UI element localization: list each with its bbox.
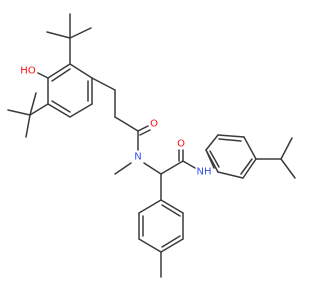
bond xyxy=(47,63,71,79)
bond xyxy=(138,199,162,214)
bond xyxy=(160,238,184,253)
bond xyxy=(161,235,181,248)
bond xyxy=(143,162,162,175)
amide-nitrogen-label: N xyxy=(134,152,141,163)
bond xyxy=(25,114,31,138)
bond xyxy=(242,158,257,179)
bond xyxy=(46,31,71,39)
ketone-oxygen-label: O xyxy=(150,119,158,130)
bond xyxy=(209,150,220,168)
bond xyxy=(218,138,242,142)
bond xyxy=(114,116,139,132)
bond xyxy=(7,109,31,116)
bond xyxy=(37,72,49,79)
bond xyxy=(69,27,92,39)
anilide-nitrogen-label: NH xyxy=(197,167,212,178)
molecule-structure: HO O N O NH xyxy=(7,13,296,278)
amide-oxygen-label: O xyxy=(177,139,185,150)
bond xyxy=(137,125,149,132)
bond xyxy=(205,149,219,173)
bond xyxy=(240,158,253,175)
bond xyxy=(91,77,116,91)
bond xyxy=(205,134,219,151)
bond xyxy=(47,103,71,118)
bond xyxy=(160,160,184,175)
bond xyxy=(29,103,49,116)
bond xyxy=(182,160,196,169)
atom-labels: HO O N O NH xyxy=(20,66,211,178)
bond xyxy=(51,68,71,82)
bond xyxy=(138,238,162,253)
bond xyxy=(217,134,245,138)
bond xyxy=(280,137,293,160)
bond xyxy=(161,204,181,217)
bond xyxy=(243,136,257,160)
bond xyxy=(51,100,71,113)
hydroxyl-label: HO xyxy=(20,66,36,77)
bond xyxy=(69,103,93,118)
bond xyxy=(217,171,244,179)
bond xyxy=(29,92,37,116)
bond xyxy=(280,158,296,179)
bond xyxy=(160,199,184,214)
bond xyxy=(69,63,93,79)
bond xyxy=(139,129,151,136)
bonds xyxy=(7,13,296,278)
bond xyxy=(114,162,132,175)
